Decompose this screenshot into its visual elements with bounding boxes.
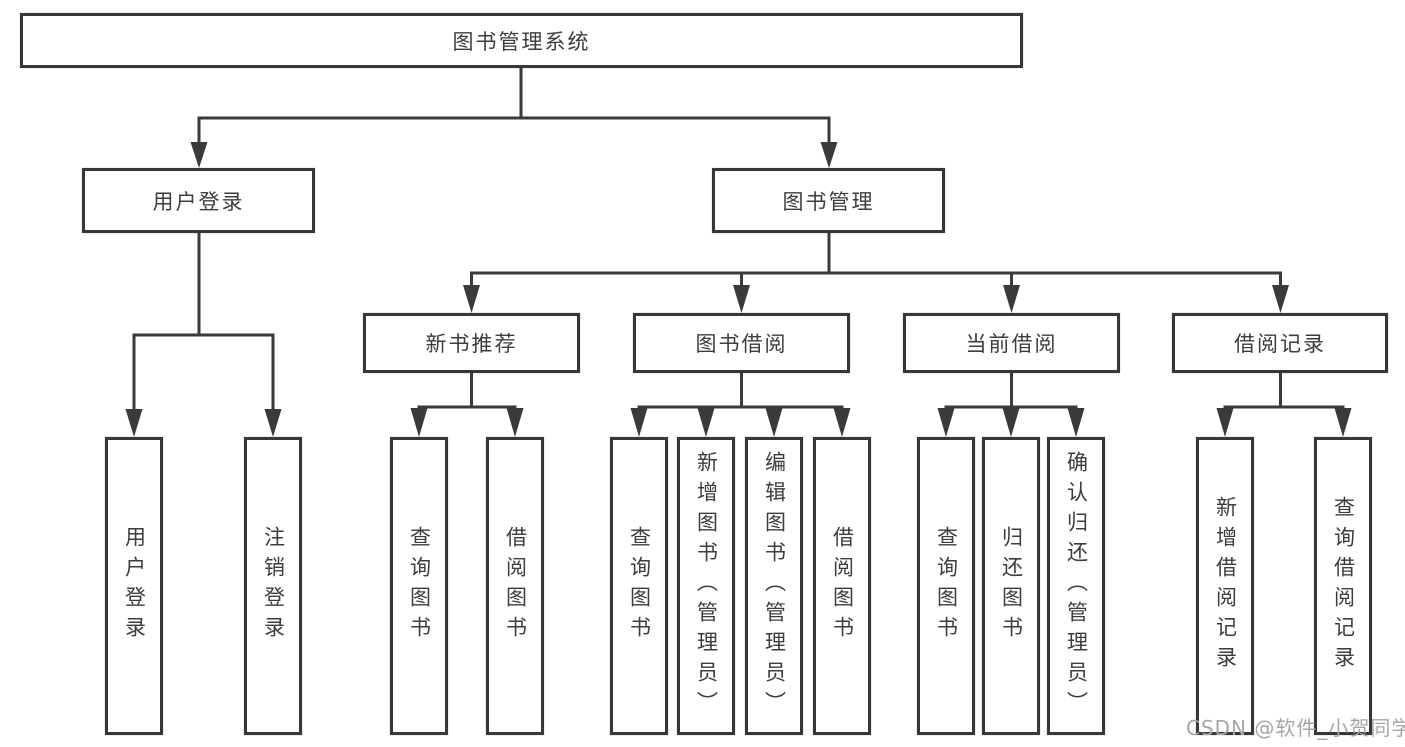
connector-paths [132, 68, 1345, 411]
leaf-bb-query-book: 查询图书 [610, 437, 668, 735]
leaf-br-query-record: 查询借阅记录 [1314, 437, 1372, 735]
leaf-rec-query-book: 查询图书 [390, 437, 448, 735]
leaf-logout-label: 注销登录 [261, 526, 286, 646]
leaf-br-query-record-label: 查询借阅记录 [1331, 496, 1356, 676]
node-root: 图书管理系统 [20, 13, 1023, 68]
leaf-bb-add-book-label: 新增图书（管理员） [694, 451, 719, 721]
node-book-management: 图书管理 [712, 168, 945, 233]
leaf-cb-confirm-return: 确认归还（管理员） [1047, 437, 1105, 735]
leaf-br-add-record-label: 新增借阅记录 [1213, 496, 1238, 676]
node-user-login: 用户登录 [82, 168, 315, 233]
leaf-bb-add-book: 新增图书（管理员） [677, 437, 735, 735]
leaf-cb-return-book-label: 归还图书 [999, 526, 1024, 646]
leaf-cb-confirm-return-label: 确认归还（管理员） [1064, 451, 1089, 721]
leaf-bb-edit-book: 编辑图书（管理员） [745, 437, 803, 735]
watermark: CSDN @软件_小贺同学 [1186, 716, 1405, 740]
leaf-bb-borrow-book: 借阅图书 [813, 437, 871, 735]
leaf-bb-edit-book-label: 编辑图书（管理员） [762, 451, 787, 721]
node-current-borrowing-label: 当前借阅 [965, 332, 1058, 356]
node-borrowing-records: 借阅记录 [1172, 313, 1388, 373]
leaf-cb-query-book: 查询图书 [917, 437, 975, 735]
leaf-cb-return-book: 归还图书 [982, 437, 1040, 735]
leaf-rec-borrow-book-label: 借阅图书 [503, 526, 528, 646]
node-book-borrowing: 图书借阅 [633, 313, 850, 373]
leaf-rec-borrow-book: 借阅图书 [486, 437, 544, 735]
leaf-user-login-label: 用户登录 [122, 526, 147, 646]
node-borrowing-records-label: 借阅记录 [1234, 332, 1326, 356]
leaf-cb-query-book-label: 查询图书 [934, 526, 959, 646]
arrowheads [125, 142, 1352, 437]
leaf-bb-query-book-label: 查询图书 [627, 526, 652, 646]
leaf-br-add-record: 新增借阅记录 [1196, 437, 1254, 735]
node-book-management-label: 图书管理 [782, 189, 875, 214]
leaf-logout: 注销登录 [244, 437, 302, 735]
leaf-rec-query-book-label: 查询图书 [407, 526, 432, 646]
leaf-bb-borrow-book-label: 借阅图书 [830, 526, 855, 646]
node-new-book-recommend-label: 新书推荐 [425, 332, 518, 356]
node-user-login-label: 用户登录 [152, 189, 245, 214]
node-book-borrowing-label: 图书借阅 [695, 332, 788, 356]
node-current-borrowing: 当前借阅 [903, 313, 1120, 373]
node-root-label: 图书管理系统 [452, 29, 591, 54]
node-new-book-recommend: 新书推荐 [363, 313, 580, 373]
leaf-user-login: 用户登录 [105, 437, 163, 735]
